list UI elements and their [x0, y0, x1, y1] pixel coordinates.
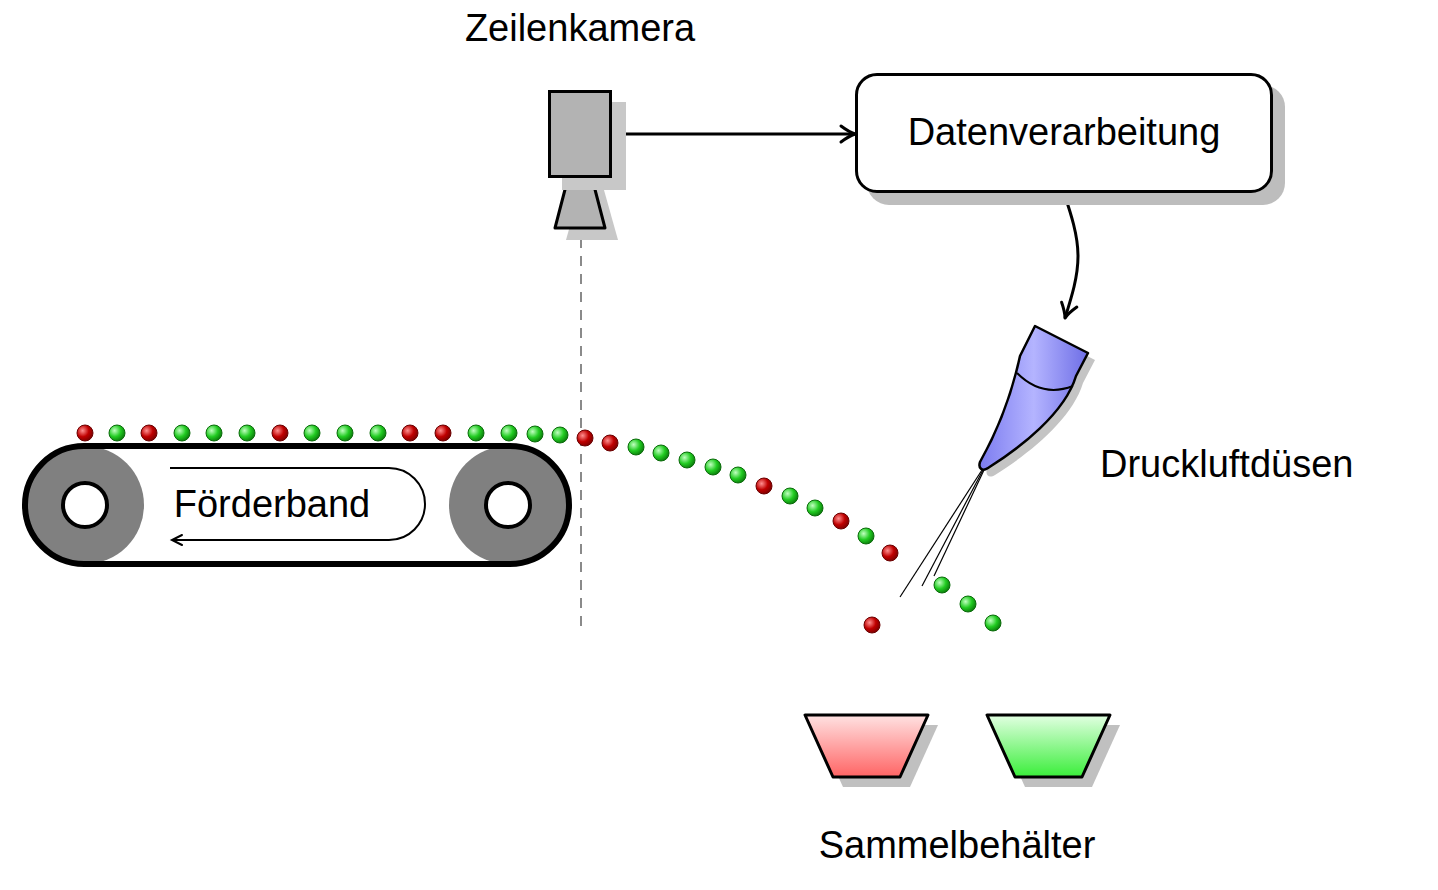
red-particle — [77, 425, 93, 441]
red-particle — [141, 425, 157, 441]
green-particle — [934, 577, 950, 593]
green-particle — [468, 425, 484, 441]
red-particle — [602, 435, 618, 451]
green-particle — [337, 425, 353, 441]
node-text: Druckluftdüsen — [1100, 443, 1353, 487]
nozzle-body — [979, 326, 1088, 470]
air-jet — [934, 470, 984, 576]
green-particle — [527, 426, 543, 442]
green-particle — [730, 467, 746, 483]
green-particle — [628, 439, 644, 455]
green-particle — [109, 425, 125, 441]
belt — [25, 446, 569, 564]
green-particle — [304, 425, 320, 441]
green-particle — [501, 425, 517, 441]
conveyor-belt: Förderband — [22, 443, 572, 567]
green-particle — [858, 528, 874, 544]
red-particle — [577, 430, 593, 446]
green-particle — [679, 452, 695, 468]
red-particle — [402, 425, 418, 441]
process-box: Datenverarbeitung — [855, 73, 1273, 193]
green-particle — [174, 425, 190, 441]
line-camera: Zeilenkamera — [548, 90, 612, 178]
node-text: Förderband — [174, 483, 370, 527]
green-bin — [987, 715, 1110, 777]
connector — [1064, 193, 1078, 318]
green-particle — [705, 459, 721, 475]
green-particle — [782, 488, 798, 504]
red-particle — [864, 617, 880, 633]
green-particle — [960, 596, 976, 612]
green-particle — [206, 425, 222, 441]
nozzle-outline — [970, 318, 1095, 478]
air-jet — [900, 470, 982, 597]
roller-axle — [63, 483, 107, 527]
green-particle — [653, 445, 669, 461]
red-particle — [882, 545, 898, 561]
green-particle — [807, 500, 823, 516]
green-particle — [552, 427, 568, 443]
red-particle — [272, 425, 288, 441]
node-text: Datenverarbeitung — [908, 111, 1221, 155]
air-jet — [922, 470, 983, 586]
node-text: Zeilenkamera — [465, 7, 695, 51]
camera-lens — [555, 178, 605, 228]
red-bin — [805, 715, 928, 777]
direction-arrow — [170, 468, 425, 540]
air-nozzle: Druckluftdüsen — [970, 318, 1095, 478]
connector — [612, 133, 855, 136]
red-particle — [833, 513, 849, 529]
bin-caption: Sammelbehälter — [819, 824, 1096, 868]
red-particle — [756, 478, 772, 494]
nozzle-seam — [1017, 373, 1073, 390]
green-particle — [985, 615, 1001, 631]
red-particle — [435, 425, 451, 441]
roller-axle — [486, 483, 530, 527]
green-particle — [370, 425, 386, 441]
green-particle — [239, 425, 255, 441]
